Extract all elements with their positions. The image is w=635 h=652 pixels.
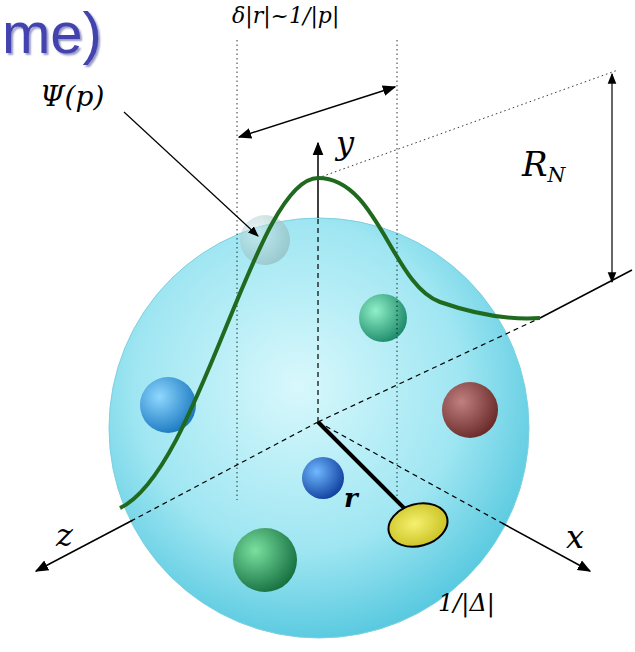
axis-dashed	[133, 218, 540, 523]
axis-label: z	[56, 518, 73, 553]
probe-spot	[384, 497, 453, 553]
axis-solid	[36, 143, 632, 571]
nucleus-sphere	[109, 218, 529, 638]
guide-lines	[237, 40, 618, 500]
height-arrow	[611, 74, 612, 282]
position-vector	[318, 422, 414, 518]
axis-label: y	[336, 126, 354, 161]
page-title: me)	[2, 4, 102, 62]
wave-label: Ψ(p)	[40, 82, 104, 113]
axis-label: x	[566, 520, 584, 555]
vector-label: r	[344, 484, 358, 513]
size-label: 1/|Δ|	[438, 590, 495, 616]
radius-label: RN	[522, 146, 565, 187]
width-arrow	[239, 87, 395, 137]
leader-line	[124, 112, 258, 236]
width-label: δ|r|~1/|p|	[232, 4, 339, 28]
wave-function	[120, 178, 540, 508]
